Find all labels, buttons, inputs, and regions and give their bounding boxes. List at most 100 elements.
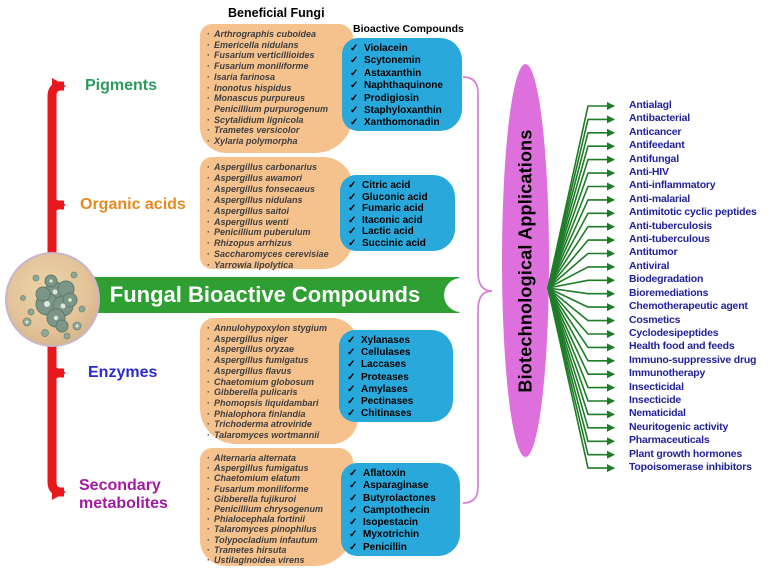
item-label: Insecticide	[629, 393, 682, 406]
fungus-item: ·Alternaria alternata	[207, 453, 349, 463]
fungus-item: ·Monascus purpureus	[207, 93, 349, 104]
check-icon: ✓	[349, 504, 358, 516]
item-label: Aflatoxin	[363, 468, 406, 479]
bullet-icon: ·	[207, 419, 210, 430]
item-label: Inonotus hispidus	[214, 82, 292, 93]
item-label: Butyrolactones	[363, 492, 436, 504]
item-label: Isopestacin	[363, 517, 419, 529]
bullet-icon: ·	[207, 194, 210, 205]
item-label: Talaromyces pinophilus	[214, 524, 317, 535]
fungus-item: ·Aspergillus oryzae	[207, 344, 354, 355]
item-label: Aspergillus saitoi	[214, 205, 290, 216]
item-label: Yarrowia lipolytica	[214, 260, 294, 271]
bullet-icon: ·	[207, 333, 210, 344]
item-label: Gibberella pulicaris	[214, 387, 298, 398]
check-icon: ✓	[348, 226, 357, 238]
bullet-icon: ·	[207, 29, 210, 39]
fungus-item: ·Gibberella pulicaris	[207, 387, 354, 398]
application-label: Antifeedant	[629, 139, 757, 152]
application-label: Anti-inflammatory	[629, 179, 757, 192]
fan-arrow	[547, 249, 615, 289]
check-icon: ✓	[347, 383, 356, 395]
fungus-item: ·Fusarium verticillioides	[207, 50, 349, 61]
compound-item: ✓Xanthomonadin	[350, 117, 460, 129]
bullet-icon: ·	[207, 483, 210, 494]
application-label: Insecticidal	[629, 381, 757, 394]
beneficial-fungi-header: Beneficial Fungi	[228, 6, 325, 20]
item-label: Pharmaceuticals	[629, 434, 710, 447]
item-label: Camptothecin	[363, 504, 430, 516]
item-label: Biodegradation	[629, 273, 704, 286]
fan-arrow	[547, 287, 615, 419]
item-label: Staphyloxanthin	[364, 105, 442, 117]
bullet-icon: ·	[207, 125, 210, 136]
item-label: Chemotherapeutic agent	[629, 300, 748, 313]
compound-item: ✓Laccases	[347, 359, 451, 371]
fan-arrow	[547, 115, 615, 289]
application-label: Immunotherapy	[629, 367, 757, 380]
fungus-item: · Yarrowia lipolytica	[207, 260, 349, 271]
bullet-icon: ·	[207, 323, 210, 333]
item-label: Xylanases	[361, 335, 410, 346]
item-label: Antialagl	[629, 99, 672, 111]
fungus-item: ·Aspergillus awamori	[207, 173, 349, 184]
check-icon: ✓	[349, 480, 358, 492]
category-label-enzymes: Enzymes	[88, 364, 158, 381]
banner-notch-shape	[444, 278, 478, 312]
pigments-compounds-list: ✓Violacein✓Scytonemin✓Astaxanthin✓Naphth…	[342, 38, 462, 131]
item-label: Antitumor	[629, 246, 678, 259]
fungus-item: ·Talaromyces wortmannii	[207, 430, 354, 441]
item-label: Aspergillus oryzae	[214, 344, 295, 355]
compound-item: ✓ Camptothecin	[349, 505, 458, 517]
item-label: Insecticidal	[629, 380, 684, 393]
fungus-item: ·Isaria farinosa	[207, 72, 349, 83]
compound-item: ✓Aflatoxin	[349, 468, 458, 480]
bullet-icon: ·	[207, 544, 210, 555]
bullet-icon: ·	[207, 397, 210, 408]
compound-item: ✓ Amylases	[347, 384, 451, 396]
biotech-applications-label: Biotechnological Applications	[515, 128, 535, 393]
bullet-icon: ·	[207, 260, 210, 271]
compound-item: ✓Citric acid	[348, 180, 453, 192]
item-label: Fusarium moniliforme	[214, 483, 309, 494]
central-title-banner: Fungal Bioactive Compounds	[70, 277, 460, 313]
item-label: Penicillin	[363, 541, 407, 553]
item-label: Penicillium puberulum	[214, 227, 311, 238]
bullet-icon: ·	[207, 114, 210, 125]
check-icon: ✓	[349, 541, 358, 553]
bullet-icon: ·	[207, 514, 210, 525]
application-label: Anti-tuberculosis	[629, 220, 757, 233]
item-label: Gibberella fujikuroi	[214, 493, 297, 504]
check-icon: ✓	[347, 335, 356, 346]
check-icon: ✓	[350, 105, 359, 117]
compound-item: ✓ Xylanases	[347, 335, 451, 347]
application-label: Chemotherapeutic agent	[629, 300, 757, 313]
item-label: Tolypocladium infautum	[214, 534, 318, 545]
application-label: Anti-tuberculous	[629, 233, 757, 246]
application-label: Cosmetics	[629, 314, 757, 327]
item-label: Aspergillus wenti	[214, 216, 289, 227]
item-label: Aspergillus fumigatus	[214, 463, 309, 474]
fungus-item: ·Aspergillus fonsecaeus	[207, 184, 349, 195]
item-label: Ustilaginoidea virens	[214, 555, 305, 566]
check-icon: ✓	[347, 359, 356, 371]
item-label: Trametes versicolor	[214, 125, 300, 136]
secondary-metabolites-compounds-list: ✓Aflatoxin✓Asparaginase✓Butyrolactones✓C…	[341, 463, 460, 556]
compound-item: ✓Cellulases	[347, 347, 451, 359]
compound-item: ✓ Staphyloxanthin	[350, 105, 460, 117]
category-label-pigments: Pigments	[85, 77, 158, 94]
item-label: Lactic acid	[362, 226, 414, 238]
fan-arrow	[547, 287, 615, 379]
compound-item: ✓ Penicillin	[349, 542, 458, 554]
fungus-item: ·Trametes hirsuta	[207, 545, 349, 555]
fungus-item: ·Arthrographis cuboidea	[207, 29, 349, 40]
bullet-icon: ·	[207, 355, 210, 366]
compound-item: ✓Isopestacin	[349, 517, 458, 529]
item-label: Alternaria alternata	[214, 453, 297, 463]
item-label: Antibacterial	[629, 112, 690, 125]
check-icon: ✓	[350, 67, 359, 79]
item-label: Amylases	[361, 383, 408, 395]
item-label: Pectinases	[361, 396, 414, 408]
item-label: Aspergillus flavus	[214, 365, 292, 376]
